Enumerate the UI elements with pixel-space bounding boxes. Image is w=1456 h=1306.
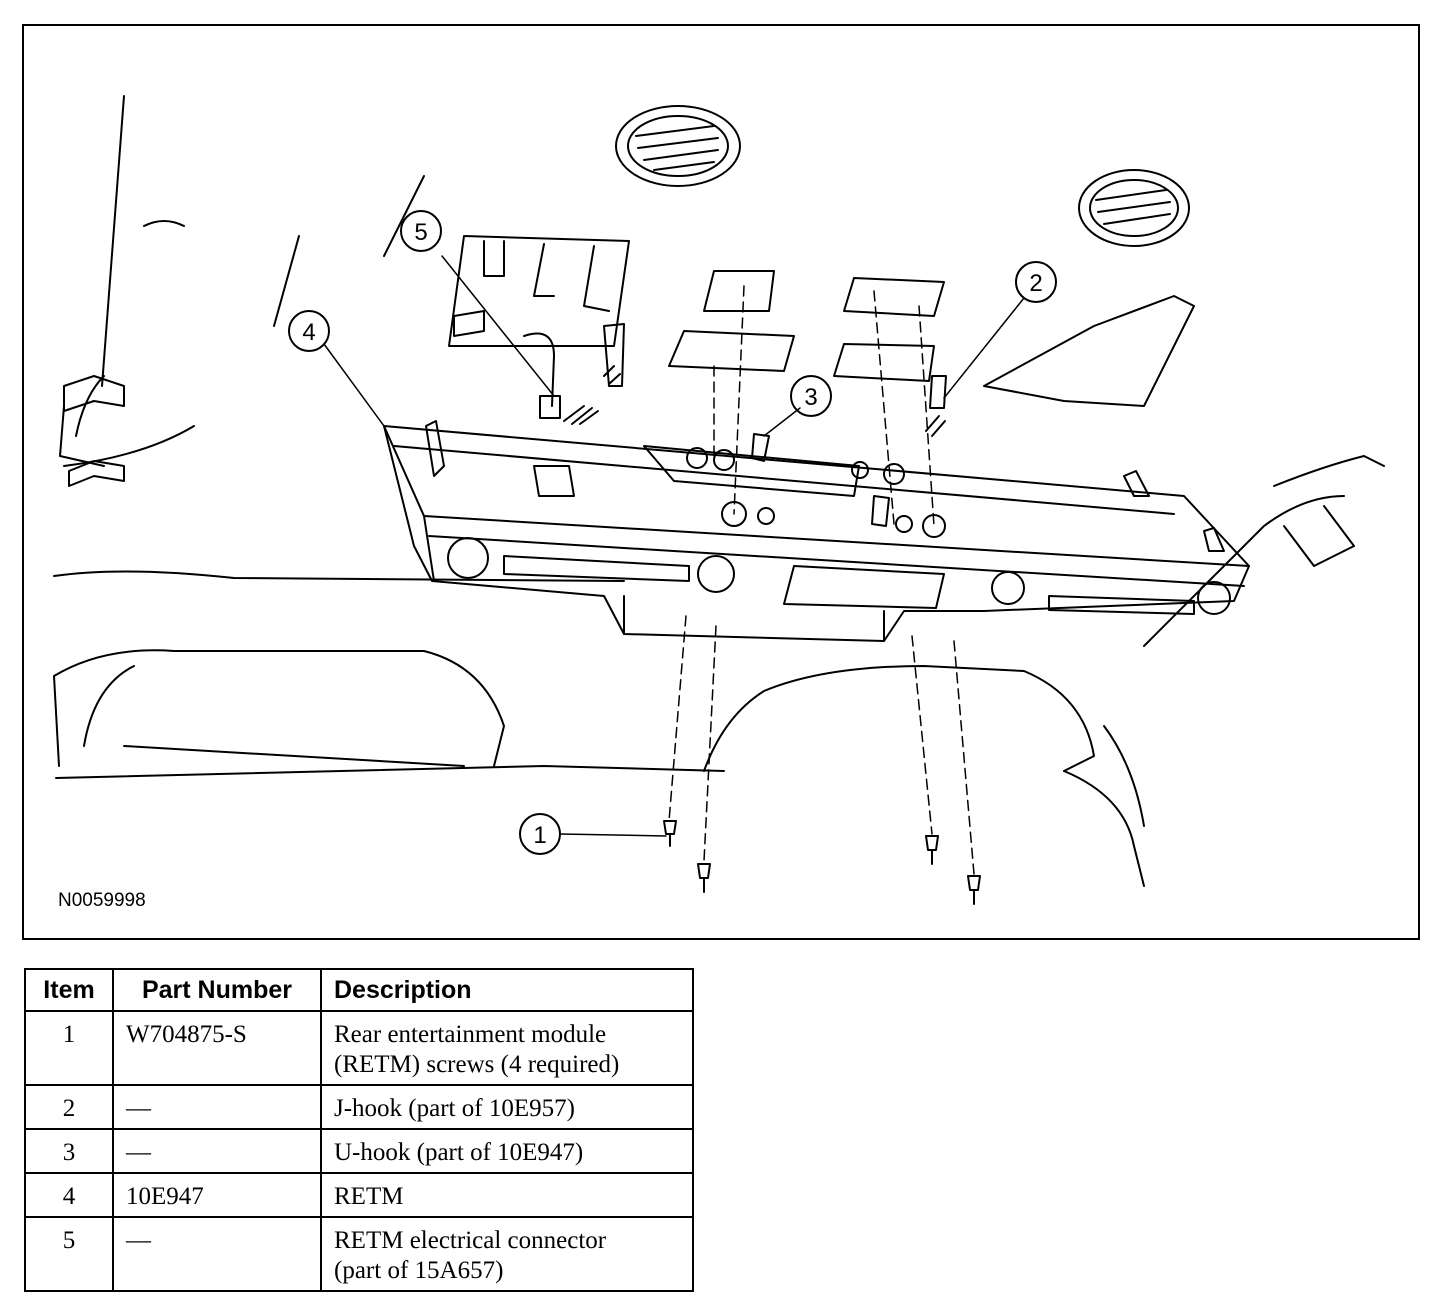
callout-circles: [288, 210, 1057, 855]
cell-description: Rear entertainment module (RETM) screws (…: [320, 1010, 694, 1086]
desc-line: RETM electrical connector: [334, 1227, 607, 1254]
cell-item: 5: [24, 1216, 114, 1292]
exploded-view-drawing: 5 2 3 4 1: [53, 95, 1385, 905]
table-row: 4 10E947 RETM: [24, 1172, 694, 1218]
j-hook: [925, 375, 947, 437]
cell-item: 3: [24, 1128, 114, 1174]
figure-code: N0059998: [58, 890, 146, 911]
cell-item: 1: [24, 1010, 114, 1086]
cell-part-number: W704875-S: [112, 1010, 322, 1086]
parts-table: Item Part Number Description 1 W704875-S…: [24, 968, 694, 1292]
diagram-frame: 5 2 3 4 1 N0059998: [22, 24, 1420, 940]
callout-4: [288, 310, 330, 352]
callout-leaders: [323, 255, 1025, 837]
table-row: 3 — U-hook (part of 10E947): [24, 1128, 694, 1174]
table-row: 2 — J-hook (part of 10E957): [24, 1084, 694, 1130]
callout-2-label: 2: [1029, 270, 1042, 297]
callout-3: [790, 375, 832, 417]
cell-description: J-hook (part of 10E957): [320, 1084, 694, 1130]
retm-module-body: [383, 420, 1250, 642]
table-header-row: Item Part Number Description: [24, 968, 694, 1012]
cell-description: U-hook (part of 10E947): [320, 1128, 694, 1174]
header-part-number: Part Number: [112, 968, 322, 1012]
cell-description: RETM: [320, 1172, 694, 1218]
headliner-mount-brackets: [448, 235, 1195, 407]
callout-1: [519, 813, 561, 855]
left-brackets: [63, 375, 125, 487]
header-item: Item: [24, 968, 114, 1012]
desc-line: (RETM) screws (4 required): [334, 1051, 620, 1078]
cell-item: 4: [24, 1172, 114, 1218]
callout-5-label: 5: [414, 219, 427, 246]
electrical-connector: [523, 323, 625, 425]
cell-part-number: —: [112, 1216, 322, 1292]
header-description: Description: [320, 968, 694, 1012]
desc-line: Rear entertainment module: [334, 1021, 607, 1048]
callout-2: [1015, 261, 1057, 303]
callout-4-label: 4: [302, 319, 315, 346]
headliner-outline: [53, 95, 1385, 887]
callout-5: [400, 210, 442, 252]
cell-description: RETM electrical connector (part of 15A657…: [320, 1216, 694, 1292]
callout-3-label: 3: [804, 384, 817, 411]
alignment-lines: [668, 285, 975, 875]
desc-line: (part of 15A657): [334, 1257, 504, 1284]
roof-air-vents: [615, 105, 1190, 247]
table-row: 1 W704875-S Rear entertainment module (RE…: [24, 1010, 694, 1086]
cell-part-number: —: [112, 1084, 322, 1130]
table-row: 5 — RETM electrical connector (part of 15…: [24, 1216, 694, 1292]
cell-part-number: 10E947: [112, 1172, 322, 1218]
cell-item: 2: [24, 1084, 114, 1130]
screws: [663, 820, 981, 905]
callout-1-label: 1: [533, 822, 546, 849]
cell-part-number: —: [112, 1128, 322, 1174]
